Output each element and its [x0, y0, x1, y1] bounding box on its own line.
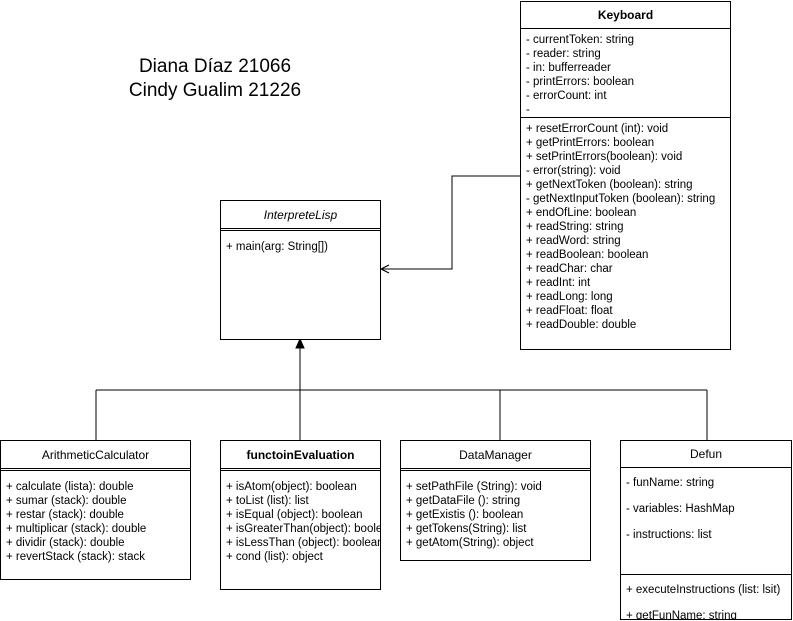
interprete-lisp-method: + main(arg: String[])	[226, 241, 328, 253]
keyboard-attribute: -	[526, 104, 530, 116]
keyboard-method: + getPrintErrors: boolean	[526, 137, 655, 149]
data-manager-method: + getDataFile (): string	[406, 495, 521, 507]
keyboard-method: + setPrintErrors(boolean): void	[526, 151, 683, 163]
author-1: Diana Díaz 21066	[138, 56, 292, 77]
keyboard-method: + readWord: string	[526, 235, 621, 247]
keyboard-method: + readLong: long	[526, 291, 613, 303]
defun-attribute: - instructions: list	[626, 529, 712, 541]
function-evaluation-class[interactable]: functoinEvaluation + isAtom(object): boo…	[220, 440, 381, 590]
defun-class-name: Defun	[621, 441, 791, 468]
keyboard-association-line	[381, 175, 520, 269]
arithmetic-calculator-method: + dividir (stack): double	[6, 537, 125, 549]
data-manager-method: + getTokens(String): list	[406, 523, 527, 535]
keyboard-method: + endOfLine: boolean	[526, 207, 637, 219]
data-manager-method: + setPathFile (String): void	[406, 481, 542, 493]
keyboard-attribute: - in: bufferreader	[526, 62, 611, 74]
keyboard-method: + readInt: int	[526, 277, 591, 289]
arithmetic-calculator-method: + revertStack (stack): stack	[6, 551, 145, 563]
arithmetic-calculator-class-name: ArithmeticCalculator	[1, 441, 190, 471]
interprete-lisp-methods: + main(arg: String[])	[221, 231, 380, 258]
arithmetic-calculator-method: + calculate (lista): double	[6, 481, 134, 493]
data-manager-class[interactable]: DataManager + setPathFile (String): void…	[400, 440, 591, 561]
arithmetic-calculator-method: + restar (stack): double	[6, 509, 124, 521]
keyboard-method: + getNextToken (boolean): string	[526, 179, 693, 191]
arithmetic-calculator-class[interactable]: ArithmeticCalculator + calculate (lista)…	[0, 440, 191, 580]
function-evaluation-method: + isGreaterThan(object): boolean	[226, 523, 381, 535]
data-manager-methods: + setPathFile (String): void + getDataFil…	[401, 471, 590, 554]
data-manager-method: + getExistis (): boolean	[406, 509, 524, 521]
interprete-lisp-class-name: InterpreteLisp	[221, 201, 380, 231]
defun-class[interactable]: Defun - funName: string - variables: Hash…	[620, 440, 792, 620]
keyboard-method: + readBoolean: boolean	[526, 249, 649, 261]
keyboard-attribute: - reader: string	[526, 48, 601, 60]
defun-method: + getFunName: string	[626, 610, 737, 620]
arithmetic-calculator-method: + multiplicar (stack): double	[6, 523, 147, 535]
keyboard-class[interactable]: Keyboard - currentToken: string - reader:…	[520, 1, 731, 350]
keyboard-methods: + resetErrorCount (int): void + getPrintE…	[521, 117, 730, 336]
keyboard-method: + readFloat: float	[526, 305, 613, 317]
function-evaluation-class-name: functoinEvaluation	[221, 441, 380, 471]
function-evaluation-method: + isEqual (object): boolean	[226, 509, 363, 521]
author-2: Cindy Gualim 21226	[128, 80, 302, 101]
keyboard-attribute: - errorCount: int	[526, 90, 607, 102]
defun-methods: + executeInstructions (list: lsit) + getF…	[621, 574, 791, 620]
keyboard-method: - getNextInputToken (boolean): string	[526, 193, 716, 205]
function-evaluation-methods: + isAtom(object): boolean + toList (list)…	[221, 471, 380, 568]
function-evaluation-method: + isAtom(object): boolean	[226, 481, 357, 493]
authors-text: Diana Díaz 21066 Cindy Gualim 21226	[110, 55, 320, 103]
keyboard-method: - error(string): void	[526, 165, 621, 177]
function-evaluation-method: + cond (list): object	[226, 551, 323, 563]
keyboard-attribute: - printErrors: boolean	[526, 76, 635, 88]
keyboard-method: + resetErrorCount (int): void	[526, 123, 669, 135]
defun-attribute: - variables: HashMap	[626, 503, 735, 515]
defun-method: + executeInstructions (list: lsit)	[626, 584, 781, 596]
interprete-lisp-class[interactable]: InterpreteLisp + main(arg: String[])	[220, 200, 381, 340]
arithmetic-calculator-methods: + calculate (lista): double + sumar (stac…	[1, 471, 190, 568]
keyboard-method: + readDouble: double	[526, 319, 637, 331]
function-evaluation-method: + isLessThan (object): boolean	[226, 537, 381, 549]
keyboard-attributes: - currentToken: string - reader: string - …	[521, 29, 730, 117]
generalization-arrowhead	[295, 337, 305, 349]
keyboard-method: + readChar: char	[526, 263, 613, 275]
data-manager-class-name: DataManager	[401, 441, 590, 471]
keyboard-method: + readString: string	[526, 221, 624, 233]
arithmetic-calculator-method: + sumar (stack): double	[6, 495, 127, 507]
defun-attributes: - funName: string - variables: HashMap - i…	[621, 468, 791, 574]
function-evaluation-method: + toList (list): list	[226, 495, 309, 507]
keyboard-attribute: - currentToken: string	[526, 34, 635, 46]
keyboard-class-name: Keyboard	[521, 2, 730, 29]
defun-attribute: - funName: string	[626, 477, 715, 489]
data-manager-method: + getAtom(String): object	[406, 537, 534, 549]
